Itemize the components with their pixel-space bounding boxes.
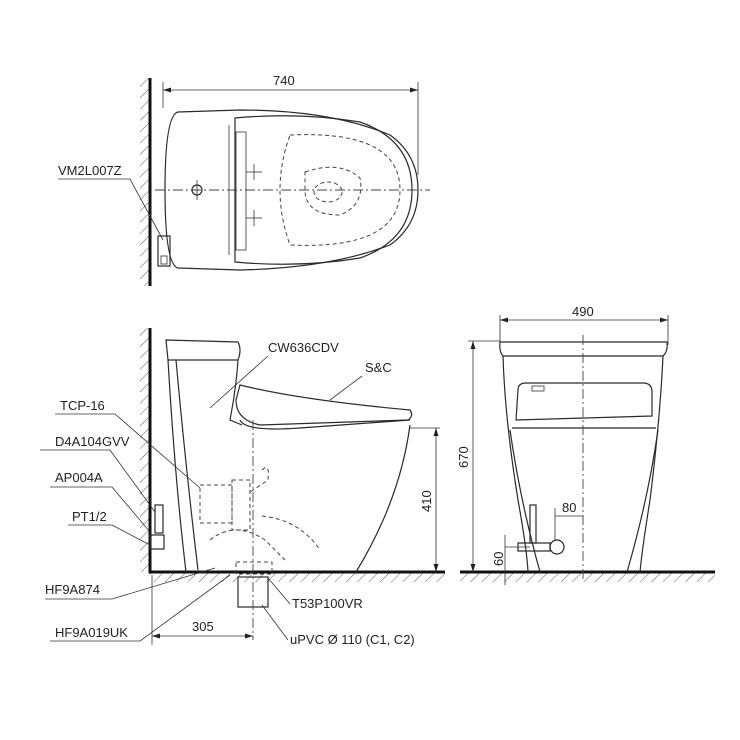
label-d4a104gvv: D4A104GVV <box>55 434 130 449</box>
front-view: 490 670 80 60 <box>456 304 715 585</box>
top-view: VM2L007Z 740 <box>58 73 430 286</box>
dim-410: 410 <box>419 490 434 512</box>
tank-lid <box>165 339 241 361</box>
wall-hatch <box>140 78 150 286</box>
seat-lid <box>235 384 413 426</box>
dim-490: 490 <box>572 304 594 319</box>
dim-670: 670 <box>456 446 471 468</box>
label-t53p100vr: T53P100VR <box>292 596 363 611</box>
label-vm2l007z: VM2L007Z <box>58 163 122 178</box>
wall-floor-side <box>148 328 445 574</box>
toilet-outline-top <box>164 109 419 271</box>
label-sc: S&C <box>365 360 392 375</box>
label-upvc: uPVC Ø 110 (C1, C2) <box>290 632 415 647</box>
side-view: CW636CDV S&C TCP-16 D4A104GVV AP004A PT1… <box>40 328 445 647</box>
seat-control-front <box>515 382 653 421</box>
label-tcp16: TCP-16 <box>60 398 105 413</box>
bowl-rim-dashed <box>279 134 401 246</box>
label-hf9a019uk: HF9A019UK <box>55 625 128 640</box>
label-cw636cdv: CW636CDV <box>268 340 339 355</box>
dim-60: 60 <box>491 552 506 566</box>
tank-top-front <box>499 341 668 357</box>
angle-valve-icon <box>157 235 171 267</box>
label-pt12: PT1/2 <box>72 509 107 524</box>
label-ap004a: AP004A <box>55 470 103 485</box>
label-hf9a874: HF9A874 <box>45 582 100 597</box>
bowl-outline <box>355 424 411 573</box>
dim-80: 80 <box>562 500 576 515</box>
dim-740: 740 <box>273 73 295 88</box>
dim-305: 305 <box>192 619 214 634</box>
